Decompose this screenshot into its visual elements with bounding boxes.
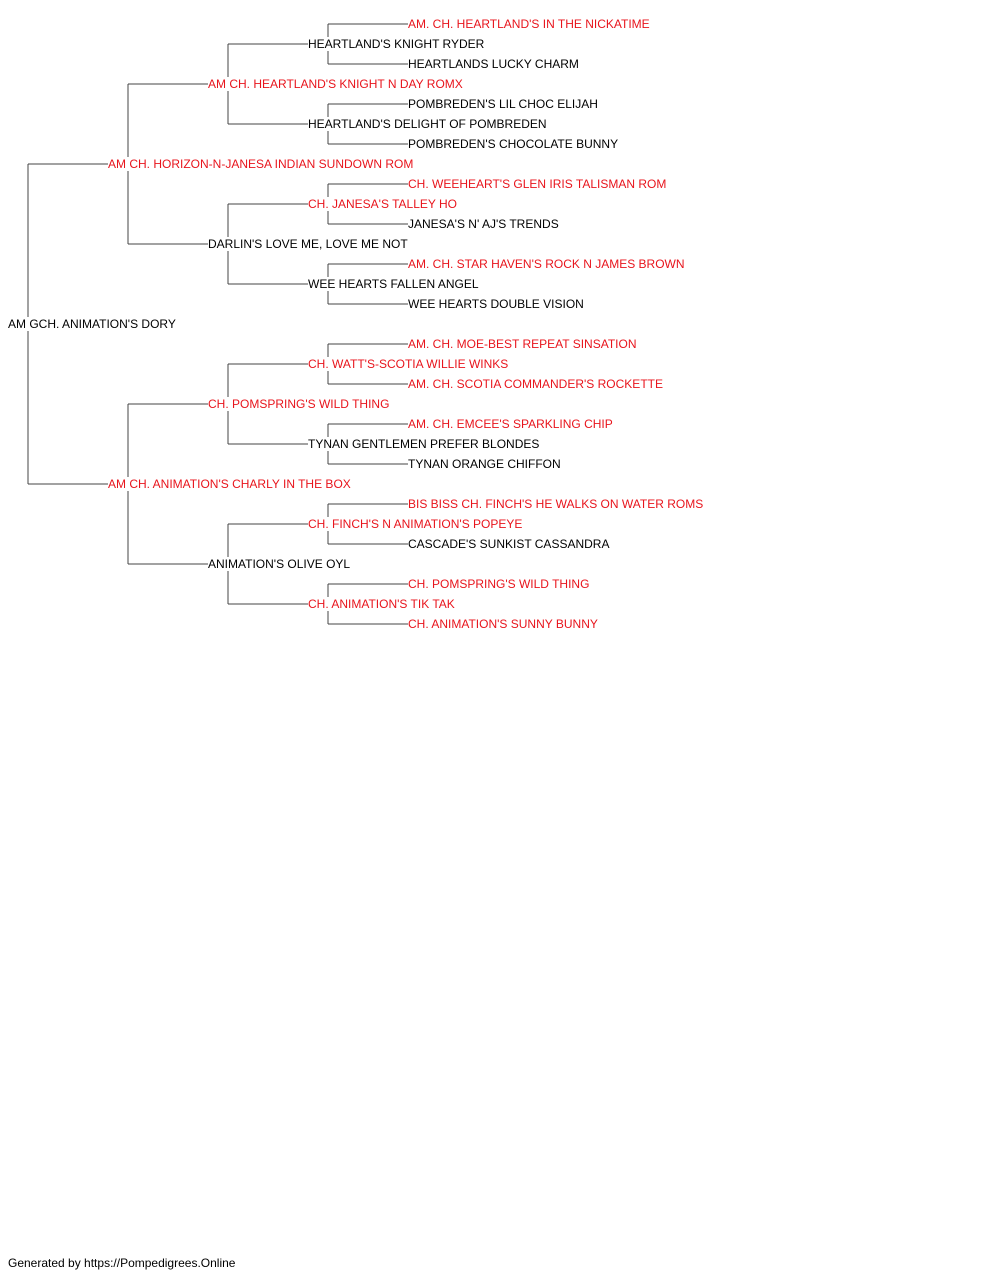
- dam-name: WEE HEARTS DOUBLE VISION: [408, 297, 584, 311]
- sire-name: CH. POMSPRING'S WILD THING: [408, 577, 589, 591]
- dam-name: HEARTLAND'S DELIGHT OF POMBREDEN: [308, 117, 547, 131]
- dam-name: JANESA'S N' AJ'S TRENDS: [408, 217, 559, 231]
- dam-name: TYNAN ORANGE CHIFFON: [408, 457, 561, 471]
- dam-name: TYNAN GENTLEMEN PREFER BLONDES: [308, 437, 539, 451]
- sire-name: AM. CH. EMCEE'S SPARKLING CHIP: [408, 417, 613, 431]
- dam-name: WEE HEARTS FALLEN ANGEL: [308, 277, 479, 291]
- sire-name: CH. JANESA'S TALLEY HO: [308, 197, 457, 211]
- sire-name: CH. WEEHEART'S GLEN IRIS TALISMAN ROM: [408, 177, 666, 191]
- sire-name: AM. CH. MOE-BEST REPEAT SINSATION: [408, 337, 636, 351]
- sire-name: CH. FINCH'S N ANIMATION'S POPEYE: [308, 517, 522, 531]
- sire-name: BIS BISS CH. FINCH'S HE WALKS ON WATER R…: [408, 497, 703, 511]
- dam-name: DARLIN'S LOVE ME, LOVE ME NOT: [208, 237, 408, 251]
- sire-name: POMBREDEN'S LIL CHOC ELIJAH: [408, 97, 598, 111]
- dam-name: ANIMATION'S OLIVE OYL: [208, 557, 350, 571]
- sire-name: AM CH. HORIZON-N-JANESA INDIAN SUNDOWN R…: [108, 157, 413, 171]
- dam-name: CH. ANIMATION'S TIK TAK: [308, 597, 455, 611]
- dam-name: AM. CH. SCOTIA COMMANDER'S ROCKETTE: [408, 377, 663, 391]
- sire-name: AM. CH. STAR HAVEN'S ROCK N JAMES BROWN: [408, 257, 685, 271]
- dam-name: POMBREDEN'S CHOCOLATE BUNNY: [408, 137, 618, 151]
- generated-by-footer: Generated by https://Pompedigrees.Online: [8, 1256, 236, 1270]
- sire-name: AM. CH. HEARTLAND'S IN THE NICKATIME: [408, 17, 650, 31]
- subject-dog-name: AM GCH. ANIMATION'S DORY: [8, 317, 176, 331]
- dam-name: CASCADE'S SUNKIST CASSANDRA: [408, 537, 609, 551]
- sire-name: CH. POMSPRING'S WILD THING: [208, 397, 389, 411]
- dam-name: AM CH. ANIMATION'S CHARLY IN THE BOX: [108, 477, 351, 491]
- sire-name: CH. WATT'S-SCOTIA WILLIE WINKS: [308, 357, 508, 371]
- sire-name: AM CH. HEARTLAND'S KNIGHT N DAY ROMX: [208, 77, 463, 91]
- sire-name: HEARTLAND'S KNIGHT RYDER: [308, 37, 485, 51]
- dam-name: CH. ANIMATION'S SUNNY BUNNY: [408, 617, 598, 631]
- dam-name: HEARTLANDS LUCKY CHARM: [408, 57, 579, 71]
